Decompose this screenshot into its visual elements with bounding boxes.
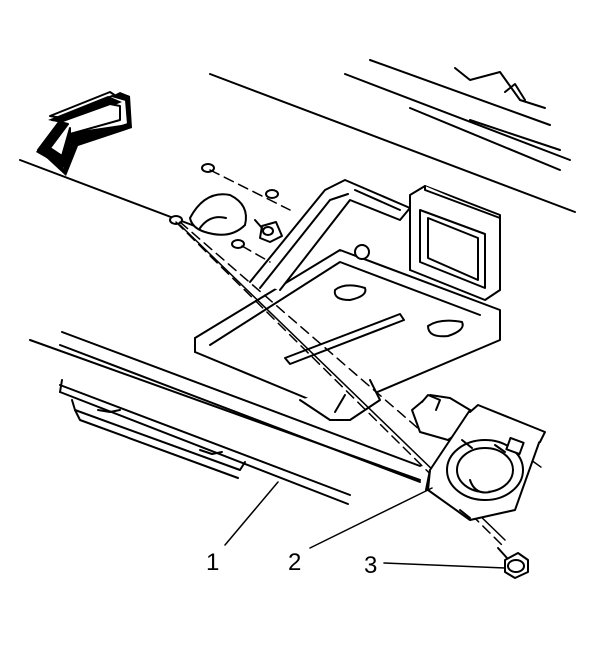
trailer-connector: [411, 394, 546, 521]
clip-4: [231, 239, 245, 249]
bolt-1: [254, 219, 283, 243]
leader-line-1: [224, 481, 279, 546]
callout-label-3: 3: [364, 552, 377, 579]
arrow-forward-icon: [36, 91, 132, 176]
clip-3: [169, 215, 183, 225]
grommet-cap: [189, 193, 247, 236]
leader-lines: [224, 481, 506, 569]
callout-label-2: 2: [288, 549, 301, 576]
screw: [497, 547, 529, 579]
leader-line-3: [383, 562, 506, 569]
fastener-group: [169, 163, 283, 249]
bumper-underside: [71, 399, 246, 479]
clip-2: [265, 189, 279, 199]
leader-line-2: [309, 487, 433, 549]
callout-label-1: 1: [206, 549, 219, 576]
hitch-receiver: [194, 179, 501, 421]
grommet-cap-edge: [199, 216, 227, 229]
